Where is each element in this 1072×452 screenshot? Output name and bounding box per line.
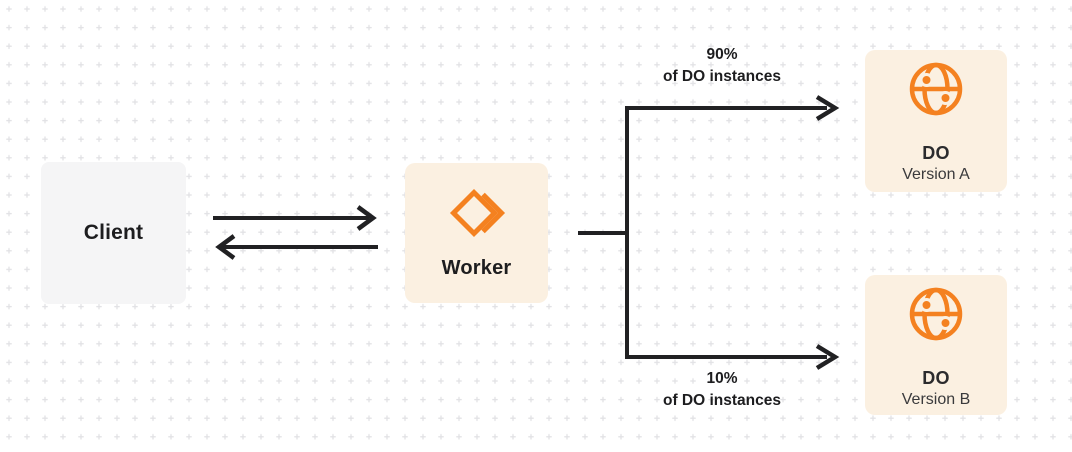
durable-object-globe-icon	[909, 287, 963, 341]
top-branch-percent: 90%	[706, 46, 738, 63]
workers-chevrons-icon	[449, 188, 505, 238]
do-version-b-subtitle: Version B	[901, 391, 971, 408]
arrow-worker-to-do-version-b	[625, 233, 840, 370]
do-version-b-title: DO	[922, 368, 950, 388]
arrow-worker-to-client	[215, 234, 378, 260]
top-branch-caption: of DO instances	[663, 68, 781, 85]
worker-label: Worker	[441, 257, 512, 279]
client-node: Client	[41, 162, 186, 304]
do-version-a-node: DO Version A	[865, 50, 1007, 192]
bottom-branch-percent: 10%	[706, 370, 738, 387]
do-version-b-node: DO Version B	[865, 275, 1007, 415]
client-label: Client	[83, 221, 144, 244]
arrow-client-to-worker	[213, 205, 377, 231]
durable-object-globe-icon	[909, 62, 963, 116]
top-branch-label: 90% of DO instances	[612, 44, 832, 88]
arrow-worker-to-do-version-a	[578, 95, 840, 235]
do-version-a-subtitle: Version A	[902, 166, 970, 183]
worker-node: Worker	[405, 163, 548, 303]
bottom-branch-label: 10% of DO instances	[612, 368, 832, 412]
do-version-a-title: DO	[922, 143, 950, 163]
bottom-branch-caption: of DO instances	[663, 392, 781, 409]
